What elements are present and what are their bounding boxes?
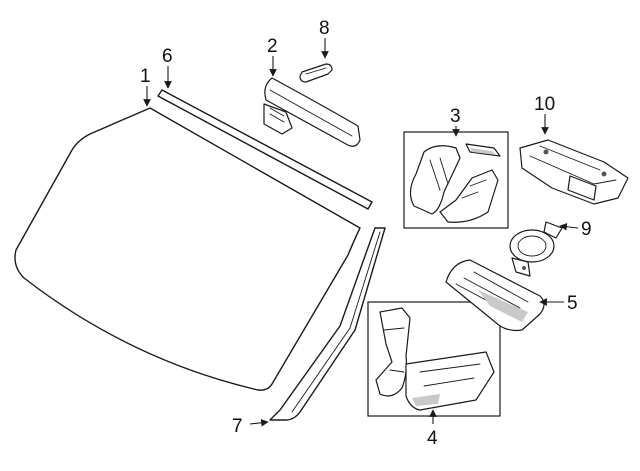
- windshield-part: [14, 107, 361, 391]
- callout-7: 7: [232, 416, 243, 437]
- side-molding-part: [269, 227, 386, 421]
- callout-6: 6: [162, 46, 173, 67]
- callout-10: 10: [534, 94, 555, 115]
- sensor-cover-part: [445, 259, 545, 332]
- callout-labels: 1 2 3 4 5 6 7 8 9 10: [140, 18, 592, 449]
- mirror-part: [263, 77, 361, 147]
- leader-9: [559, 222, 579, 231]
- callout-4: 4: [427, 428, 438, 449]
- housing-group-part: [367, 301, 501, 417]
- leader-7: [249, 418, 269, 427]
- rain-sensor-part: [509, 221, 563, 277]
- cover-group-part: [403, 131, 509, 229]
- callout-5: 5: [567, 293, 578, 314]
- callout-9: 9: [581, 219, 592, 240]
- callout-3: 3: [450, 106, 461, 127]
- leader-lines: [143, 38, 579, 427]
- callout-8: 8: [319, 18, 330, 39]
- callout-2: 2: [267, 36, 278, 57]
- upper-molding-part: [157, 89, 373, 210]
- bracket-small-part: [299, 63, 333, 83]
- callout-1: 1: [140, 66, 151, 87]
- camera-module-part: [519, 139, 629, 205]
